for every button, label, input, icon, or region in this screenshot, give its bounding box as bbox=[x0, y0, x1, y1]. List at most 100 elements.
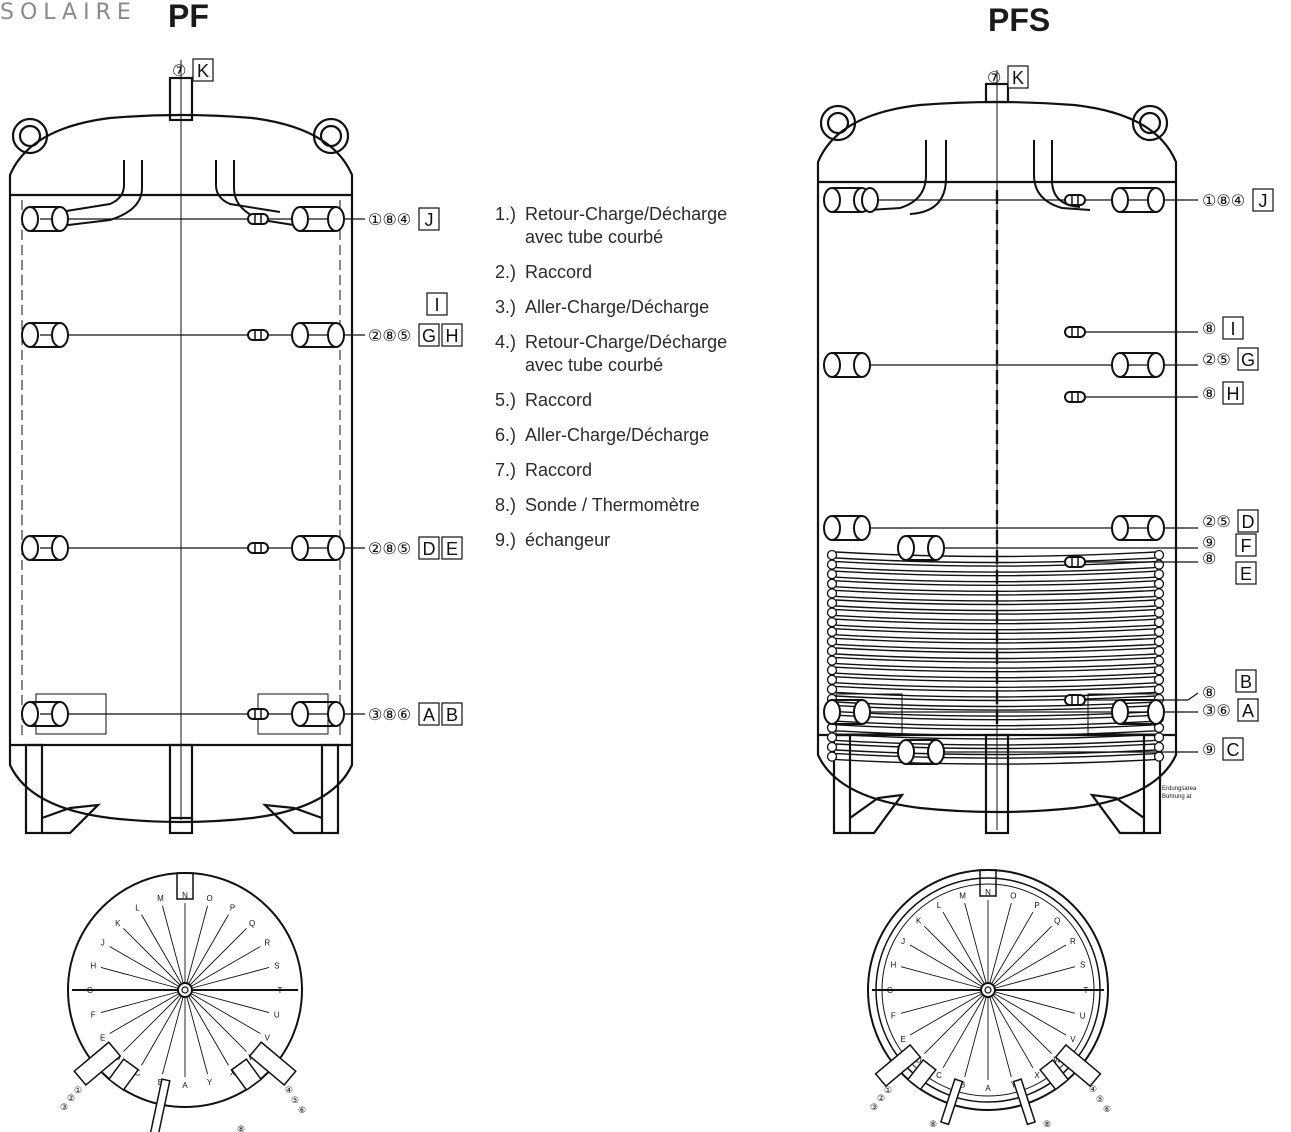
title-pf: PF bbox=[168, 0, 209, 34]
coil-left-turn bbox=[826, 617, 838, 628]
pfs-plan-spoke bbox=[900, 989, 989, 1014]
pfs-plan-spoke bbox=[987, 902, 1012, 991]
pfs-sensor-b-box-box bbox=[1235, 669, 1257, 693]
pf-plan-spoke bbox=[184, 989, 270, 1013]
coil-right-turn bbox=[1153, 578, 1165, 589]
coil-left-turn bbox=[826, 684, 838, 695]
pf-plan-spoke-letter: Q bbox=[249, 919, 255, 928]
pfs-hx-bottom-label-numbers: ⑨ bbox=[1202, 740, 1216, 759]
pf-row4-label-box bbox=[441, 702, 463, 726]
coil-right-turn bbox=[1153, 665, 1165, 676]
pfs-row4-label-box bbox=[1237, 698, 1259, 722]
pfs-sensor-h-label-box-letter: H bbox=[1227, 384, 1240, 404]
pf-connection-rows bbox=[21, 206, 365, 727]
pfs-plan-nozzle-label: ⑧ bbox=[929, 1120, 937, 1130]
pf-plan-nozzle-label: ④ bbox=[285, 1086, 293, 1096]
pf-plan-spoke-letter: S bbox=[274, 961, 279, 970]
coil-left-turn bbox=[826, 588, 838, 599]
pfs-plan-nozzle-label: ⑤ bbox=[1096, 1095, 1104, 1105]
coil-left-turn bbox=[826, 674, 838, 685]
coil-left-turn bbox=[826, 569, 838, 580]
legend-item: 3.)Aller-Charge/Décharge bbox=[495, 296, 785, 319]
pf-plan-spoke-letter: J bbox=[101, 939, 105, 948]
legend-text: Raccord bbox=[525, 262, 593, 282]
pf-row2-label-numbers: ②⑧⑤ bbox=[368, 326, 411, 345]
coil-left-turn bbox=[826, 655, 838, 666]
coil-winding bbox=[835, 624, 1156, 631]
pfs-row2-label-box-letter: G bbox=[1241, 350, 1255, 370]
coil-winding bbox=[835, 634, 1156, 640]
pfs-hx-top-box-box bbox=[1235, 533, 1257, 557]
pf-plan-spoke-letter: U bbox=[274, 1011, 280, 1020]
pfs-plan-spoke bbox=[964, 902, 989, 991]
pfs-top-label-numbers: ⑦ bbox=[987, 68, 1001, 87]
pfs-plan-center-nozzle bbox=[980, 982, 996, 998]
legend-number: 9.) bbox=[495, 530, 517, 550]
pf-row4-label-box-letter: B bbox=[446, 705, 458, 725]
pfs-plan-side-nozzle bbox=[874, 1043, 922, 1088]
coil-winding bbox=[835, 733, 1156, 740]
pfs-plan-spoke-letter: H bbox=[890, 961, 896, 970]
pf-row2-label-box-letter: H bbox=[446, 326, 459, 346]
coil-winding bbox=[835, 589, 1156, 596]
legend-number: 6.) bbox=[495, 425, 517, 445]
pf-plan-spoke bbox=[184, 946, 261, 991]
coil-left-turn bbox=[826, 607, 838, 618]
legend-text: Retour-Charge/Décharge avec tube courbé bbox=[525, 204, 728, 247]
pfs-plan-spoke bbox=[987, 989, 1067, 1036]
legend: 1.)Retour-Charge/Décharge avec tube cour… bbox=[495, 203, 785, 564]
coil-winding bbox=[835, 605, 1156, 612]
pfs-plan-center-nozzle-inner bbox=[984, 986, 992, 994]
pf-plan-spoke bbox=[109, 946, 186, 991]
coil-left-turn bbox=[826, 549, 838, 561]
pfs-plan-side-nozzle bbox=[1012, 1078, 1037, 1126]
pf-row1-label-numbers: ①⑧④ bbox=[368, 210, 411, 229]
pfs-plan-spoke bbox=[909, 944, 989, 991]
pfs-plan-side-nozzle bbox=[906, 1058, 937, 1091]
pf-row4-label-box-letter: A bbox=[423, 705, 435, 725]
pf-plan-spoke bbox=[184, 967, 270, 991]
pfs-plan-top-nozzle bbox=[979, 869, 997, 897]
pf-plan-spoke bbox=[100, 989, 186, 1013]
pfs-sensor-e-num-numbers: ⑧ bbox=[1202, 549, 1216, 568]
pfs-plan-spoke bbox=[942, 989, 989, 1069]
pf-plan-spoke-letter: C bbox=[135, 1068, 141, 1077]
pf-plan-side-nozzle bbox=[73, 1041, 122, 1087]
pfs-plan-side-nozzle bbox=[1054, 1043, 1102, 1088]
coil-right-turn bbox=[1153, 741, 1165, 753]
pfs-hx-top-box-box-letter: F bbox=[1241, 536, 1252, 556]
pf-plan-spoke bbox=[123, 928, 186, 991]
pf-plan-side-nozzle bbox=[248, 1041, 297, 1087]
pfs-row2-label-box bbox=[1237, 347, 1259, 371]
pf-plan-spoke-letter: M bbox=[157, 894, 164, 903]
pf-plan-spoke-letter: K bbox=[115, 919, 121, 928]
pf-plan-spoke bbox=[141, 989, 186, 1066]
pf-row4-label-numbers: ③⑧⑥ bbox=[368, 705, 411, 724]
pf-plan-nozzle-label: ③ bbox=[60, 1103, 68, 1113]
pfs-plan-side-nozzle bbox=[939, 1078, 964, 1126]
legend-item: 2.)Raccord bbox=[495, 261, 785, 284]
coil-winding bbox=[835, 599, 1156, 606]
legend-text: Raccord bbox=[525, 460, 593, 480]
pf-plan-spoke-letter: N bbox=[182, 891, 188, 900]
pfs-hx-bottom-label-box-letter: C bbox=[1227, 740, 1240, 760]
coil-winding bbox=[835, 682, 1156, 688]
pfs-plan-spoke-letter: U bbox=[1080, 1011, 1086, 1020]
coil-winding bbox=[835, 653, 1156, 660]
coil-winding bbox=[835, 701, 1156, 708]
pf-row2-label-box bbox=[441, 323, 463, 347]
coil-right-turn bbox=[1153, 617, 1165, 628]
pfs-row1-label-box-letter: J bbox=[1259, 191, 1268, 211]
pf-plan-spoke bbox=[100, 967, 186, 991]
coil-winding bbox=[835, 560, 1156, 567]
pfs-plan-spoke-letter: J bbox=[901, 937, 905, 946]
title-pfs: PFS bbox=[988, 2, 1051, 38]
coil-winding bbox=[835, 685, 1156, 692]
legend-text: Retour-Charge/Décharge avec tube courbé bbox=[525, 332, 728, 375]
pf-row3-label-box bbox=[441, 536, 463, 560]
pfs-plan-spoke bbox=[924, 926, 989, 991]
coil-right-turn bbox=[1153, 588, 1165, 599]
pf-plan-spoke bbox=[184, 914, 229, 991]
pfs-plan-spoke-letter: Y bbox=[1011, 1081, 1017, 1090]
